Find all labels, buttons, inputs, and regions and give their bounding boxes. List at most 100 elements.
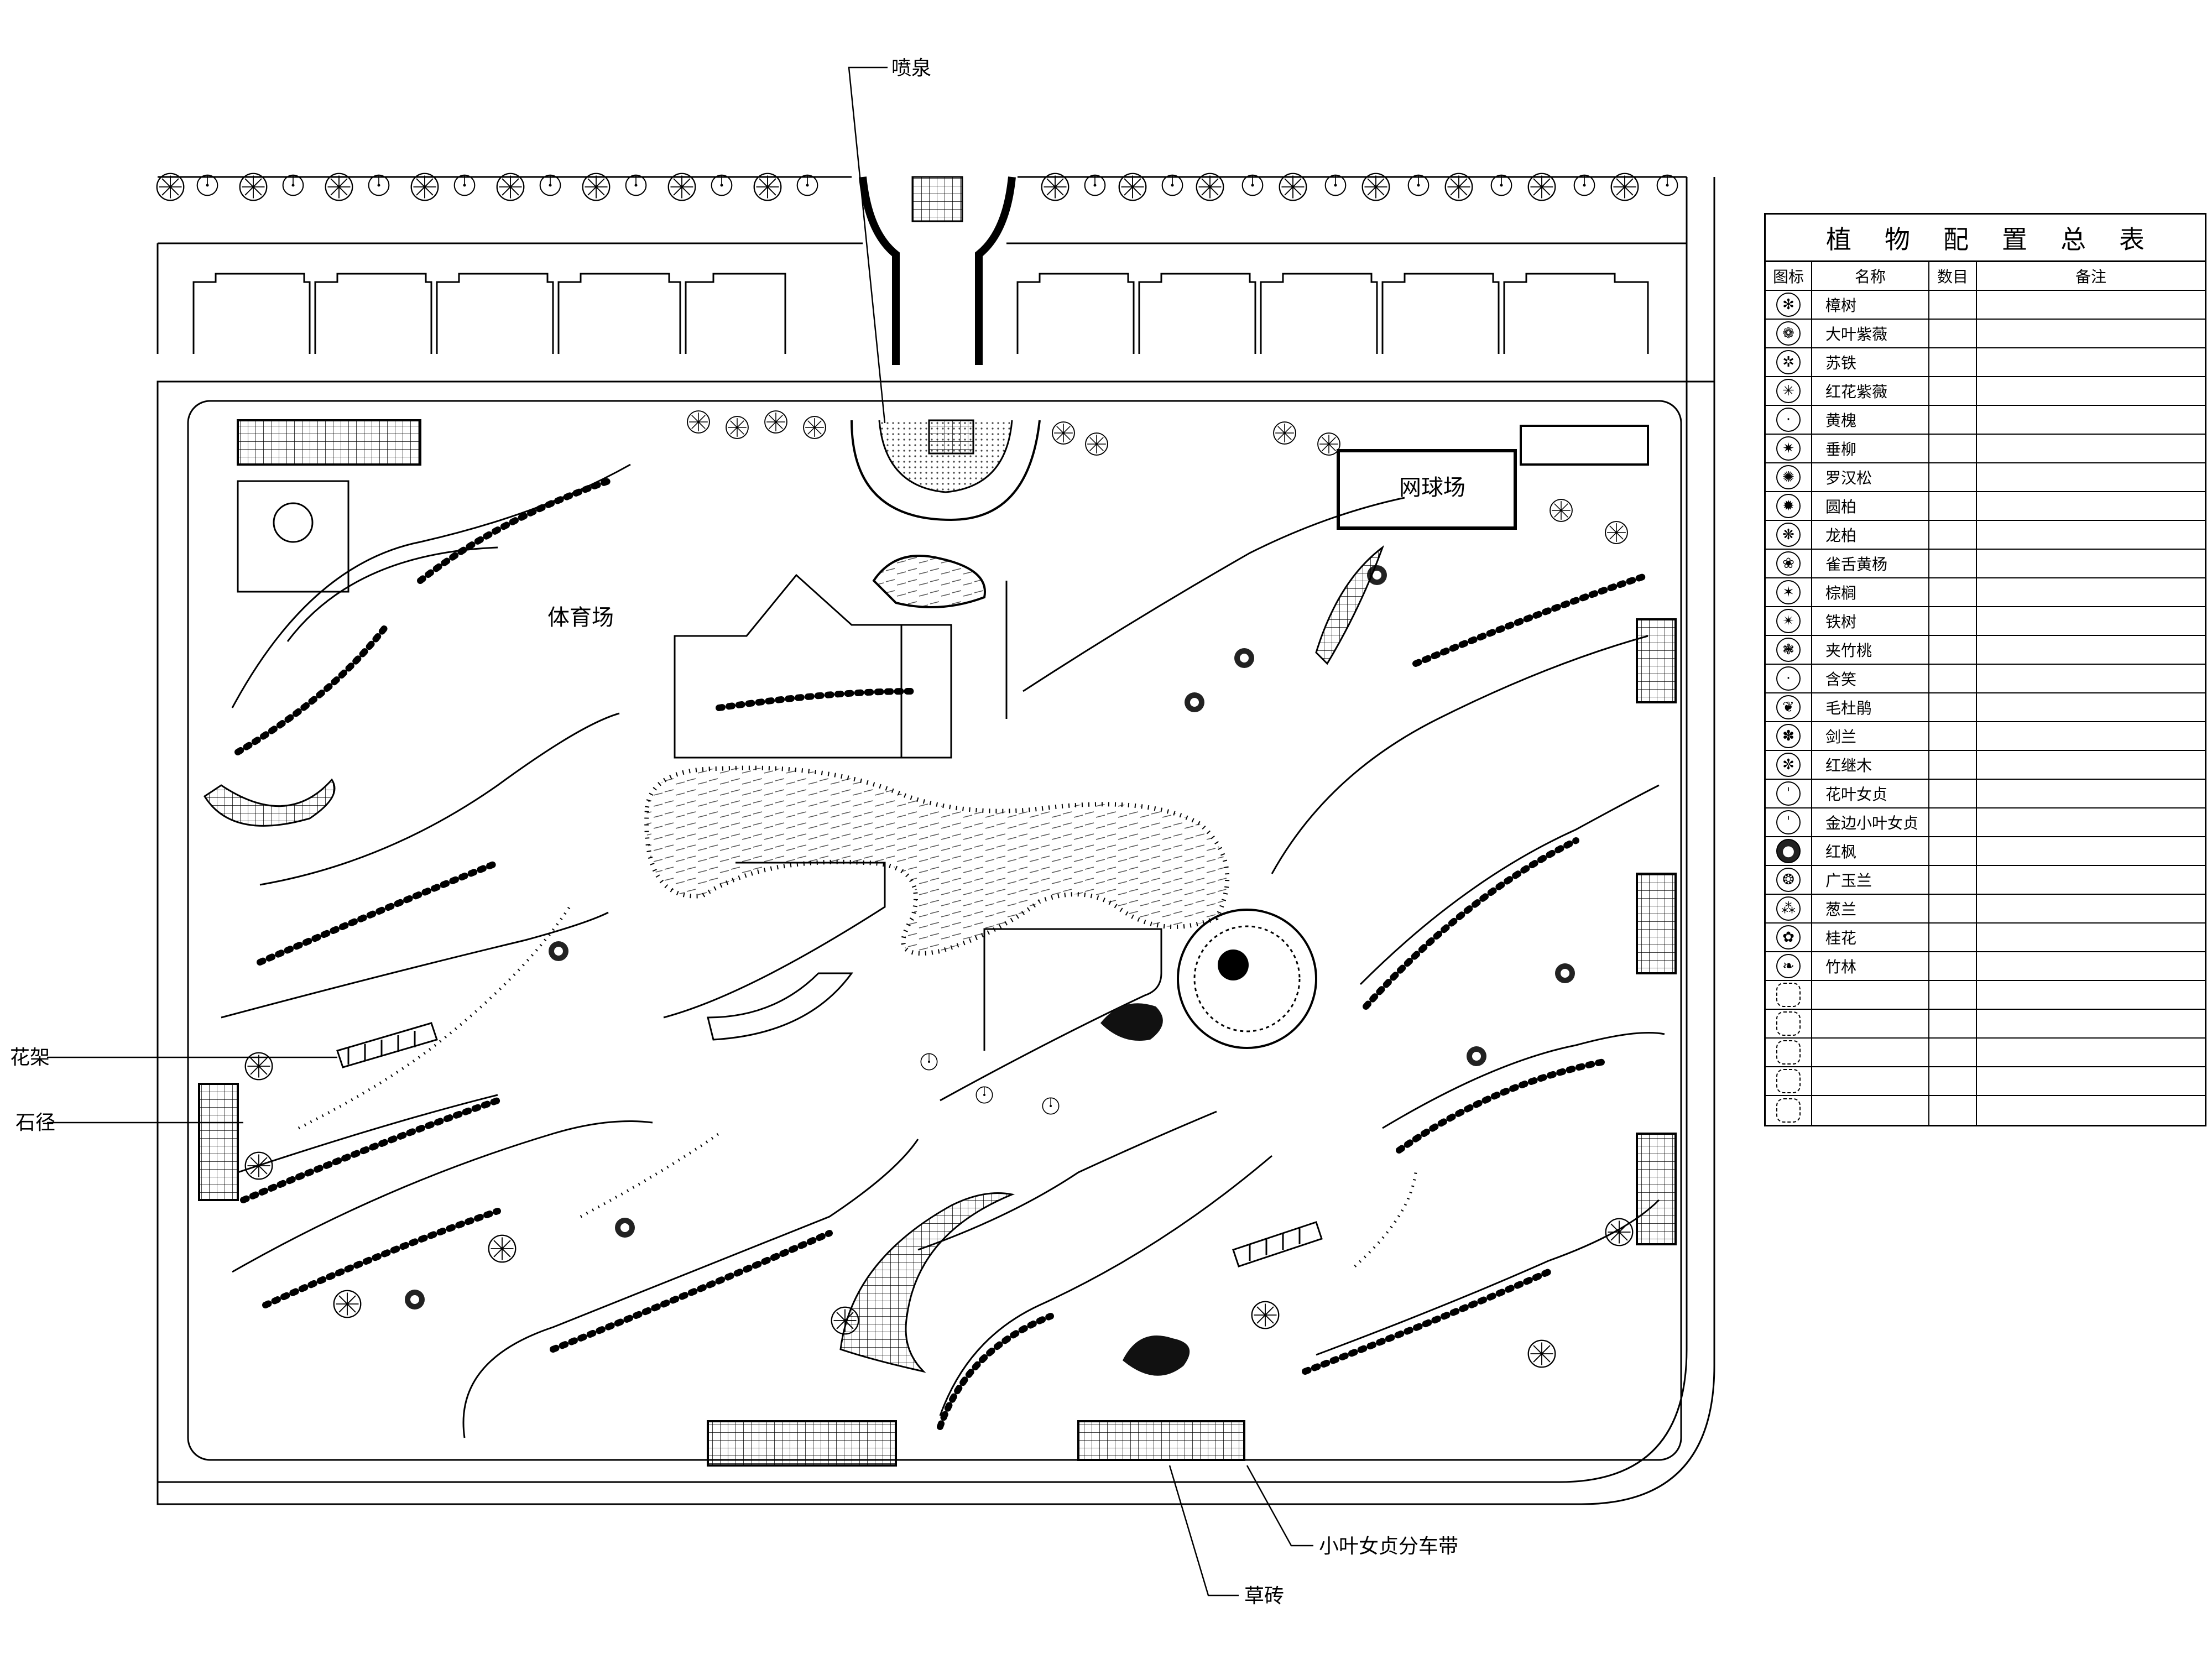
loropetalum-icon: ✼	[1776, 753, 1801, 777]
legend-icon-cell: ✴	[1766, 607, 1812, 635]
legend-count-cell	[1929, 693, 1977, 721]
legend-note-cell	[1977, 492, 2205, 520]
legend-plant-name: 广玉兰	[1812, 866, 1929, 894]
legend-icon-cell: ❦	[1766, 693, 1812, 721]
legend-note-cell	[1977, 550, 2205, 577]
legend-plant-name: 圆柏	[1812, 492, 1929, 520]
legend-icon-cell: ✲	[1766, 348, 1812, 376]
legend-plant-name: 夹竹桃	[1812, 636, 1929, 664]
grass-brick-strips	[198, 618, 1677, 1467]
legend-icon-cell: ●	[1766, 837, 1812, 865]
header-icon: 图标	[1766, 262, 1812, 290]
shrub-patch-icon-4	[1776, 1069, 1801, 1093]
legend-row: ✺ 罗汉松	[1766, 463, 2205, 492]
header-name: 名称	[1812, 262, 1929, 290]
legend-row: ⁂葱兰	[1766, 895, 2205, 924]
legend-icon-cell: ✻	[1766, 291, 1812, 319]
legend-plant-name: 大叶紫薇	[1812, 320, 1929, 347]
legend-plant-name: 棕榈	[1812, 578, 1929, 606]
legend-plant-name: 罗汉松	[1812, 463, 1929, 491]
legend-count-cell	[1929, 435, 1977, 462]
weeping-willow-icon: ✷	[1776, 436, 1801, 461]
round-pavilion	[1177, 909, 1317, 1049]
legend-row: ❃夹竹桃	[1766, 636, 2205, 665]
legend-row: ✼红继木	[1766, 751, 2205, 780]
legend-count-cell	[1929, 981, 1977, 1009]
legend-note-cell	[1977, 636, 2205, 664]
shrub-patch-icon-1	[1776, 983, 1801, 1007]
legend-icon-cell	[1766, 1010, 1812, 1037]
legend-row: ✴铁树	[1766, 607, 2205, 636]
legend-count-cell	[1929, 578, 1977, 606]
gladiolus-icon: ✽	[1776, 724, 1801, 748]
legend-note-cell	[1977, 751, 2205, 779]
legend-icon-cell: ✳	[1766, 377, 1812, 405]
legend-plant-name	[1812, 1039, 1929, 1066]
legend-count-cell	[1929, 348, 1977, 376]
legend-icon-cell: ˈ	[1766, 808, 1812, 836]
legend-icon-cell	[1766, 981, 1812, 1009]
legend-icon-cell: ✼	[1766, 751, 1812, 779]
tennis-court	[1337, 425, 1649, 530]
legend-count-cell	[1929, 722, 1977, 750]
legend-icon-cell	[1766, 1067, 1812, 1095]
legend-row	[1766, 1067, 2205, 1096]
golden-privet-icon: ˈ	[1776, 810, 1801, 834]
legend-row: ❁ 大叶紫薇	[1766, 320, 2205, 348]
legend-row: ❀雀舌黄杨	[1766, 550, 2205, 578]
header-note: 备注	[2075, 268, 2106, 286]
label-divider: 小叶女贞分车带	[1319, 1535, 1458, 1558]
bamboo-icon: ❧	[1776, 954, 1801, 978]
fountain-plaza	[851, 419, 1041, 608]
legend-icon-cell: ❂	[1766, 866, 1812, 894]
iron-tree-icon: ✴	[1776, 609, 1801, 633]
sculpted-lawns	[203, 545, 1385, 1376]
osmanthus-icon: ✿	[1776, 925, 1801, 950]
legend-plant-name: 龙柏	[1812, 521, 1929, 549]
magnolia-icon: ❂	[1776, 868, 1801, 892]
variegated-privet-icon: ˈ	[1776, 781, 1801, 806]
zephyranthes-icon: ⁂	[1776, 896, 1801, 921]
podocarpus-icon: ✺	[1776, 465, 1801, 489]
azalea-icon: ❦	[1776, 695, 1801, 719]
legend-count-cell	[1929, 406, 1977, 434]
legend-plant-name: 苏铁	[1812, 348, 1929, 376]
legend-row: ✹圆柏	[1766, 492, 2205, 521]
legend-count-cell	[1929, 895, 1977, 922]
legend-row: ❧竹林	[1766, 952, 2205, 981]
legend-count-cell	[1929, 866, 1977, 894]
legend-note-cell	[1977, 348, 2205, 376]
michelia-icon: ·	[1776, 666, 1801, 691]
legend-icon-cell: ✿	[1766, 924, 1812, 951]
legend-note-cell	[1977, 808, 2205, 836]
legend-note-cell	[1977, 607, 2205, 635]
legend-row: ✽剑兰	[1766, 722, 2205, 751]
legend-plant-name: 红枫	[1812, 837, 1929, 865]
map-labels: 喷泉 网球场 体育场 花架 石径 小叶女贞分车带 草砖	[10, 57, 1465, 1608]
legend-note-cell	[1977, 981, 2205, 1009]
flower-trellises	[336, 972, 1323, 1267]
legend-note-cell	[1977, 578, 2205, 606]
legend-row: ✷垂柳	[1766, 435, 2205, 463]
legend-row: ❋龙柏	[1766, 521, 2205, 550]
legend-count-cell	[1929, 1096, 1977, 1125]
legend-count-cell	[1929, 780, 1977, 807]
legend-count-cell	[1929, 291, 1977, 319]
legend-icon-cell: ✶	[1766, 578, 1812, 606]
central-lake	[644, 765, 1230, 956]
legend-note-cell	[1977, 866, 2205, 894]
legend-note-cell	[1977, 521, 2205, 549]
red-crape-myrtle-icon: ✳	[1776, 379, 1801, 403]
legend-icon-cell: ✹	[1766, 492, 1812, 520]
crape-myrtle-icon: ❁	[1776, 321, 1801, 346]
legend-row: ·黄槐	[1766, 406, 2205, 435]
label-grass-brick: 草砖	[1244, 1585, 1284, 1608]
legend-count-cell	[1929, 607, 1977, 635]
legend-count-cell	[1929, 377, 1977, 405]
site-boundary	[156, 176, 1715, 1505]
legend-row: ✳红花紫薇	[1766, 377, 2205, 406]
legend-plant-name: 桂花	[1812, 924, 1929, 951]
sports-field	[237, 419, 421, 593]
